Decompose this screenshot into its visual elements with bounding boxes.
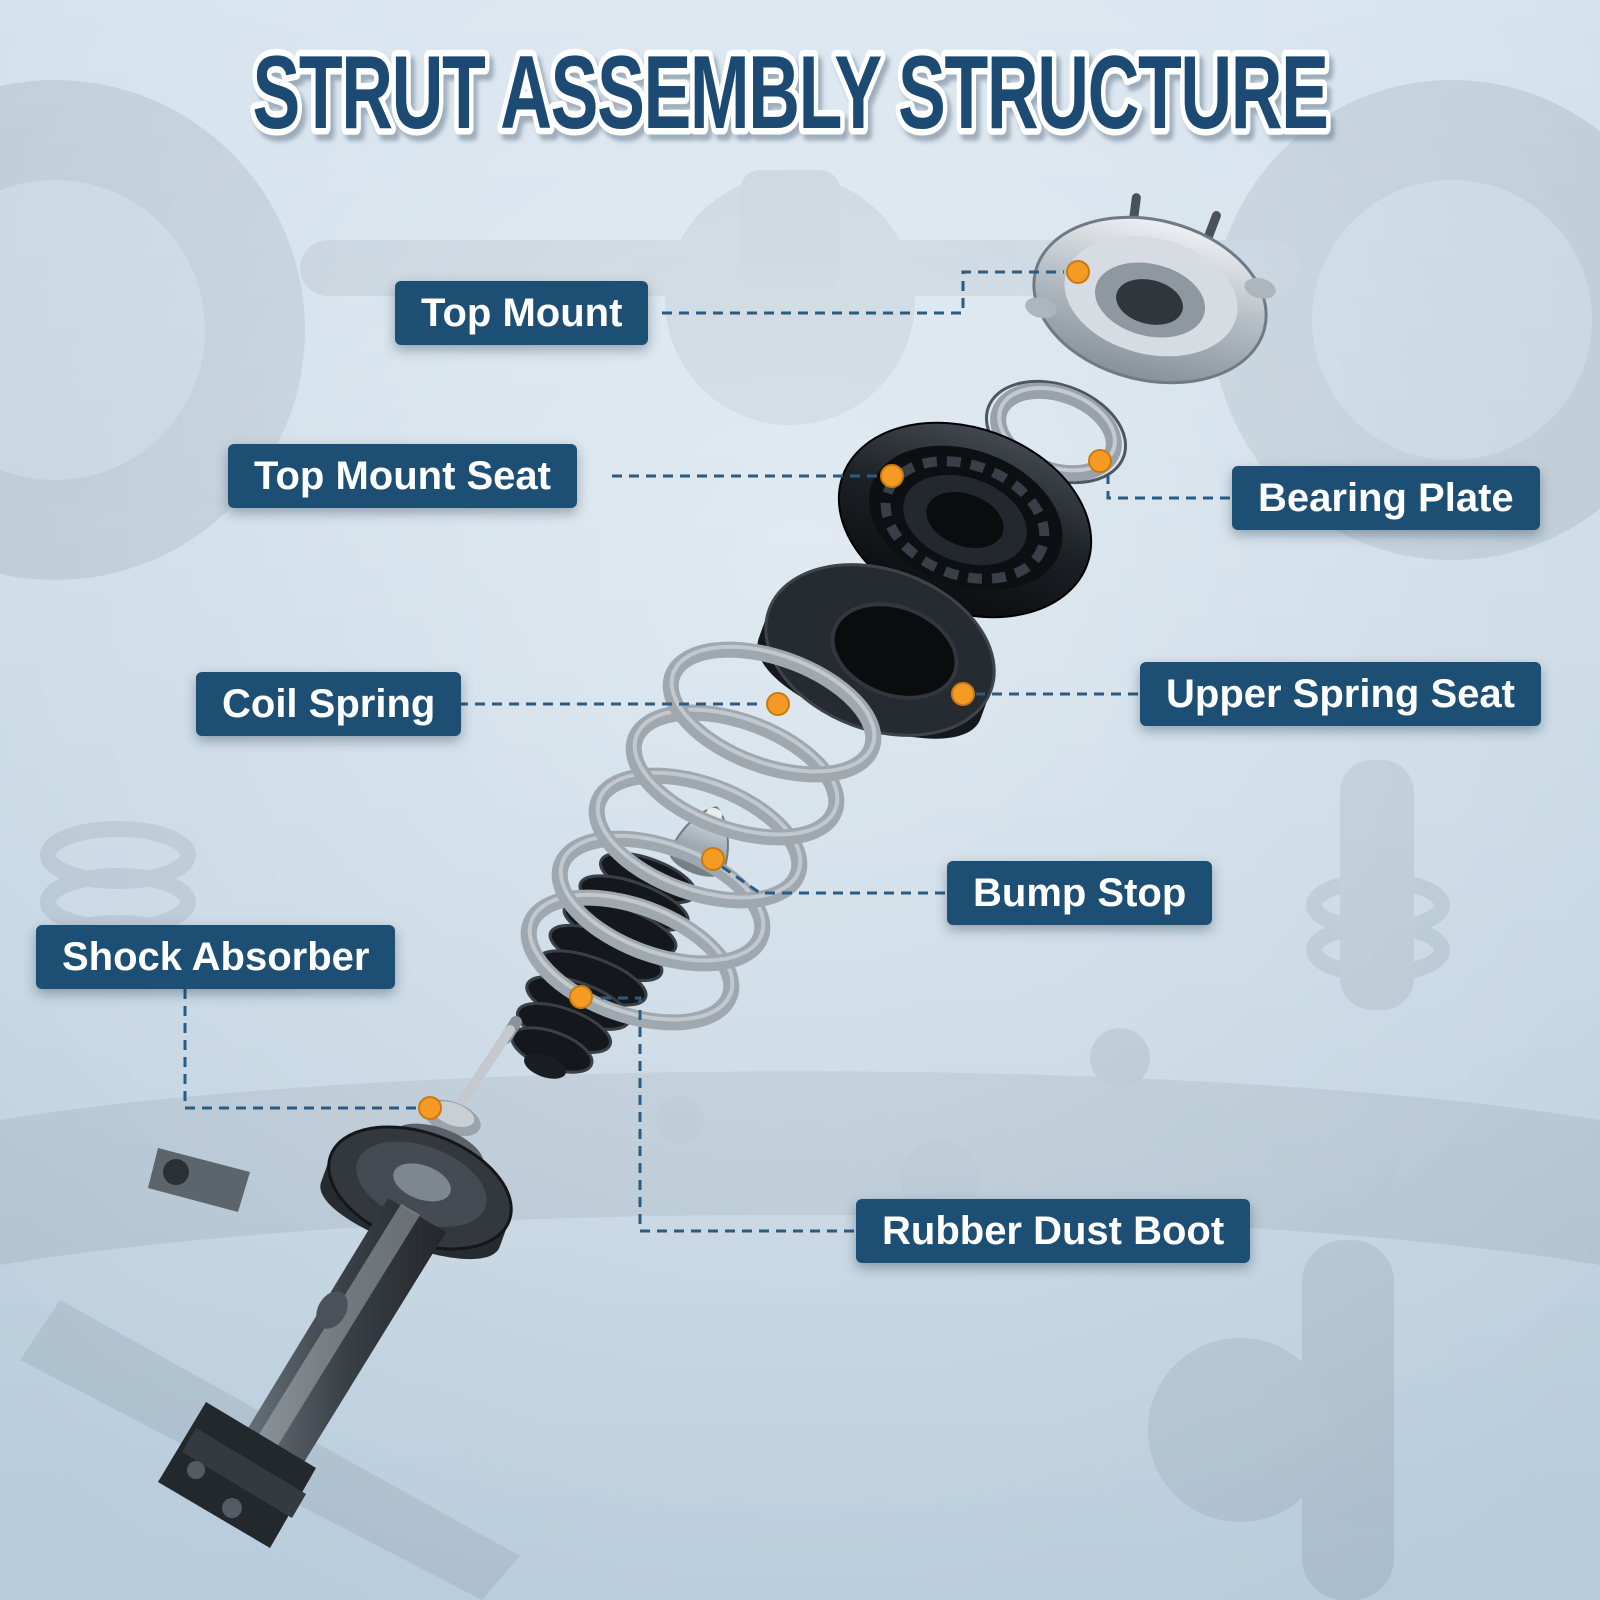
marker-top-mount-seat <box>880 464 904 488</box>
marker-rubber-dust-boot <box>569 985 593 1009</box>
label-coil-spring: Coil Spring <box>196 672 462 736</box>
upper-spring-seat-part <box>757 563 996 739</box>
marker-bearing-plate <box>1088 449 1112 473</box>
connector-bearing-plate <box>1106 468 1230 500</box>
label-rubber-dust-boot: Rubber Dust Boot <box>856 1199 1251 1263</box>
connector-top-mount <box>662 270 1064 315</box>
label-shock-absorber: Shock Absorber <box>36 925 396 989</box>
label-top-mount-seat: Top Mount Seat <box>228 444 577 508</box>
label-bearing-plate: Bearing Plate <box>1232 466 1540 530</box>
connector-shock-absorber <box>183 989 416 1110</box>
connector-lines <box>183 270 1230 1233</box>
label-bump-stop: Bump Stop <box>947 861 1213 925</box>
top-mount-part <box>1025 193 1276 385</box>
label-upper-spring-seat: Upper Spring Seat <box>1140 662 1541 726</box>
shock-absorber-part <box>148 1016 522 1548</box>
part-markers <box>418 260 1112 1120</box>
top-mount-seat-part <box>837 421 1093 619</box>
marker-top-mount <box>1066 260 1090 284</box>
connector-rubber-dust-boot <box>594 996 854 1233</box>
title-banner: STRUT ASSEMBLY STRUCTURE <box>246 29 1336 158</box>
marker-bump-stop <box>701 847 725 871</box>
coil-spring-part <box>520 641 882 1031</box>
marker-upper-spring-seat <box>951 682 975 706</box>
label-top-mount: Top Mount <box>395 281 649 345</box>
marker-shock-absorber <box>418 1096 442 1120</box>
page-title: STRUT ASSEMBLY STRUCTURE <box>253 35 1328 151</box>
marker-coil-spring <box>766 692 790 716</box>
